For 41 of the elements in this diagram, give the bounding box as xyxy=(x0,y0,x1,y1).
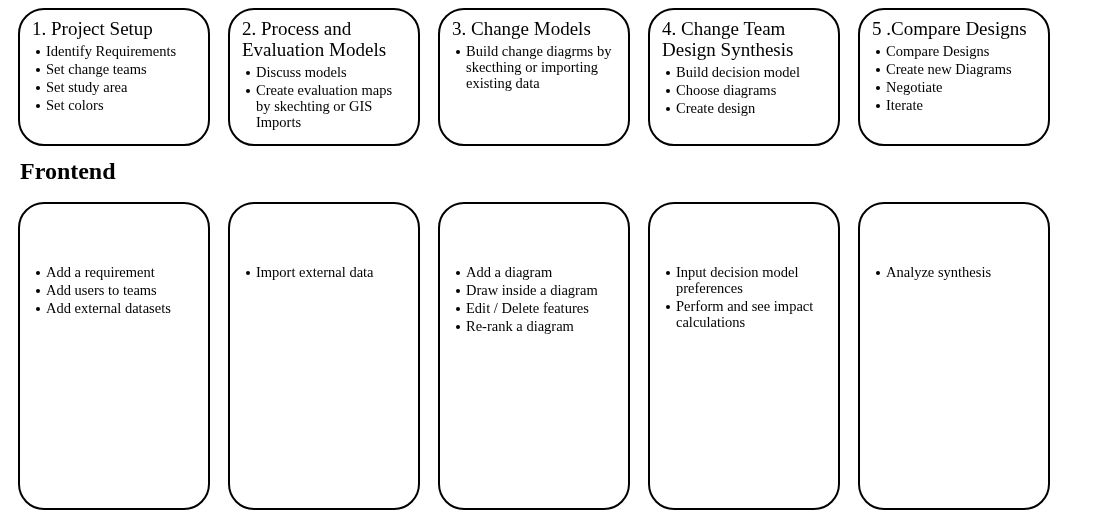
step-card xyxy=(648,202,840,510)
bullet-item: Re-rank a diagram xyxy=(466,318,574,334)
bullet-item: Input decision model preferences xyxy=(676,264,799,296)
bullet-item: Negotiate xyxy=(886,79,943,95)
bullet-item: Edit / Delete features xyxy=(466,300,589,316)
bullet-item: Build change diagrms by skecthing or importing existing data xyxy=(466,43,612,91)
bullet-item: Add users to teams xyxy=(46,282,157,298)
step-card xyxy=(858,8,1050,146)
bullet-item: Set change teams xyxy=(46,61,147,77)
bullet-item: Add a requirement xyxy=(46,264,155,280)
bullet-item: Create evaluation maps by skechting or GIS Imports xyxy=(256,82,393,130)
bullet-item: Set colors xyxy=(46,97,104,113)
bullet-item: Build decision model xyxy=(676,64,801,80)
step-card xyxy=(228,8,420,146)
bullet-item: Discuss models xyxy=(256,64,347,80)
step-card xyxy=(18,8,210,146)
step-card xyxy=(438,8,630,146)
step-card xyxy=(18,202,210,510)
card-heading: 3. Change Models xyxy=(452,18,592,39)
step-card xyxy=(438,202,630,510)
bullet-item: Analyze synthesis xyxy=(886,264,992,280)
card-heading: 4. Change Team Design Synthesis xyxy=(662,18,795,60)
bullet-item: Perform and see impact calculations xyxy=(676,298,814,330)
section-heading: Frontend xyxy=(20,158,116,185)
step-card xyxy=(858,202,1050,510)
bullet-item: Compare Designs xyxy=(886,43,990,59)
bullet-item: Create design xyxy=(676,100,756,116)
bullet-item: Choose diagrams xyxy=(676,82,777,98)
step-card xyxy=(648,8,840,146)
card-heading: 5 .Compare Designs xyxy=(872,18,1028,39)
bullet-item: Draw inside a diagram xyxy=(466,282,598,298)
card-heading: 1. Project Setup xyxy=(32,18,154,39)
bullet-item: Import external data xyxy=(256,264,374,280)
bullet-item: Create new Diagrams xyxy=(886,61,1012,77)
card-heading: 2. Process and Evaluation Models xyxy=(242,18,388,60)
bullet-item: Add external datasets xyxy=(46,300,171,316)
bullet-item: Iterate xyxy=(886,97,924,113)
bullet-item: Set study area xyxy=(46,79,128,95)
bullet-item: Identify Requirements xyxy=(46,43,177,59)
step-card xyxy=(228,202,420,510)
bullet-item: Add a diagram xyxy=(466,264,553,280)
